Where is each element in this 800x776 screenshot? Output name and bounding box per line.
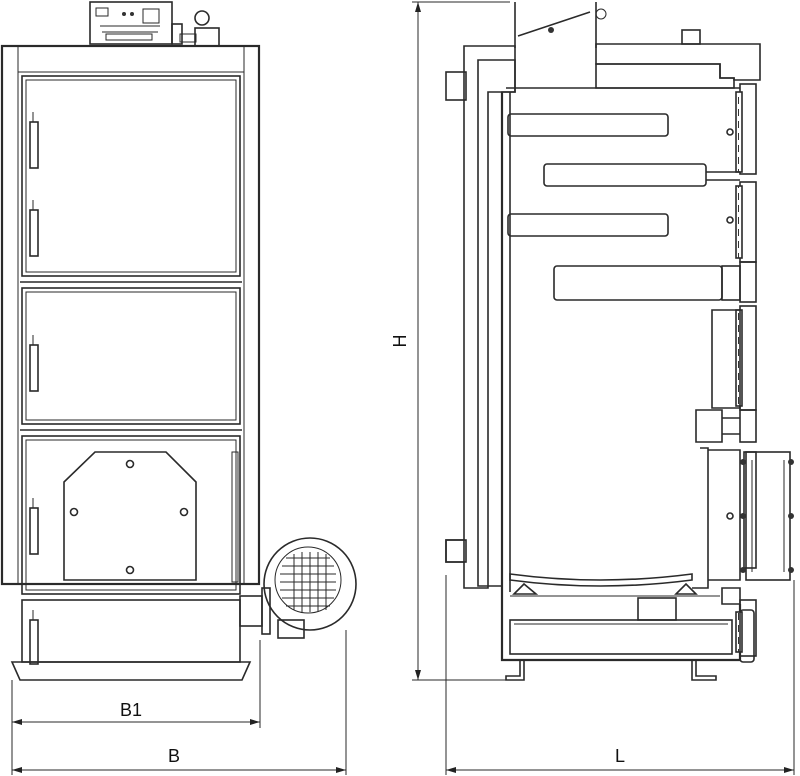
dimension-l — [446, 767, 794, 773]
control-panel — [89, 1, 220, 47]
dimension-label-l: L — [615, 746, 625, 766]
return-pipe-stub — [445, 71, 467, 101]
boiler-casing — [0, 44, 261, 586]
grate — [509, 573, 720, 597]
side-section-view — [445, 2, 794, 681]
front-view — [0, 1, 357, 681]
dimension-h — [412, 1, 510, 681]
ash-pan — [509, 597, 755, 663]
boiler-base — [10, 661, 252, 681]
burner-door-section — [692, 447, 794, 605]
top-insulation — [595, 43, 761, 81]
dimension-b1 — [12, 719, 260, 725]
dimension-lines: B1 B L H — [11, 1, 795, 775]
ash-door — [21, 599, 241, 665]
top-water-jacket — [595, 63, 735, 89]
left-insulation — [445, 45, 516, 589]
dimension-label-b1: B1 — [120, 700, 142, 720]
flue-outlet — [514, 2, 701, 48]
lower-door — [21, 435, 241, 595]
heat-exchanger-baffles — [507, 113, 741, 301]
dimension-b — [12, 767, 346, 773]
upper-door — [21, 75, 241, 277]
blower-fan — [239, 537, 357, 639]
dimension-label-h: H — [390, 335, 410, 348]
dimension-label-b: B — [168, 746, 180, 766]
burner-flange-plate — [63, 451, 197, 581]
middle-door — [21, 287, 241, 425]
